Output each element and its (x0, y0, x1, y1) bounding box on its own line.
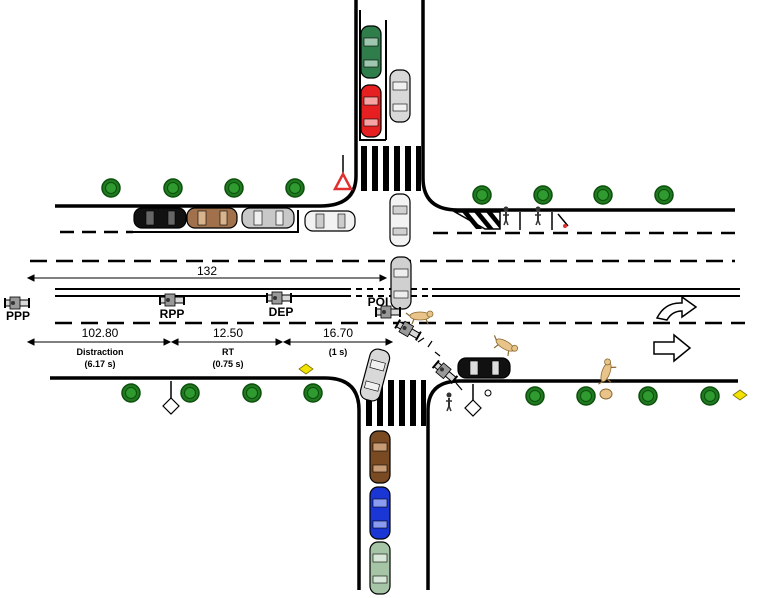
tree-icon (472, 185, 492, 205)
tree-icon (180, 383, 200, 403)
pedestrian-icon (534, 205, 542, 226)
tree-row-south-west (121, 383, 323, 403)
tree-icon (101, 178, 121, 198)
tree-icon (224, 178, 244, 198)
pedestrian-icon (502, 205, 510, 226)
tree-icon (163, 178, 183, 198)
label-brake-distance: 16.70 (323, 326, 353, 340)
dimension-lines (26, 274, 394, 346)
label-rt-caption: RT (222, 347, 234, 357)
car-black-east (457, 357, 511, 379)
parking-box-west (133, 210, 299, 233)
label-total-distance: 132 (197, 264, 217, 278)
dog-icon (488, 333, 520, 360)
tree-icon (638, 386, 658, 406)
dog-icon (595, 357, 619, 389)
label-distraction-caption: Distraction (76, 347, 123, 357)
tree-row-north-east (472, 185, 674, 205)
tree-icon (285, 178, 305, 198)
warning-triangle-icon (332, 155, 354, 191)
label-distraction-distance: 102.80 (82, 326, 119, 340)
pedestrian-lane-mark (557, 213, 569, 227)
dog-icon (599, 388, 613, 400)
car-silver-turning (390, 256, 412, 310)
yellow-marker-icon (298, 363, 314, 375)
bollard-icon (484, 389, 492, 397)
tree-icon (576, 386, 596, 406)
road-edges (50, 0, 738, 590)
crosswalk-south (366, 380, 426, 426)
label-rt-time: (0.75 s) (212, 359, 243, 369)
tree-icon (593, 185, 613, 205)
car-pale-green-south (369, 541, 391, 595)
car-green-parked (360, 25, 382, 79)
label-ppp: PPP (6, 309, 30, 323)
car-silver-parked (241, 207, 295, 229)
collision-debris (417, 337, 463, 391)
pedestrian-icon (445, 391, 453, 412)
motorcycle-icon (430, 358, 460, 386)
diamond-sign-icon (162, 381, 180, 415)
label-rt-distance: 12.50 (213, 326, 243, 340)
tree-icon (654, 185, 674, 205)
parking-box-north (359, 10, 386, 141)
car-silver-southbound (359, 348, 391, 402)
tree-icon (303, 383, 323, 403)
car-red-parked (360, 84, 382, 138)
car-blue-south (369, 486, 391, 540)
hatched-island (452, 211, 501, 230)
label-distraction-time: (6.17 s) (84, 359, 115, 369)
crosswalk-north (361, 146, 421, 191)
label-dep: DEP (269, 305, 294, 319)
diamond-sign-icon (464, 384, 482, 417)
tree-icon (121, 383, 141, 403)
label-rpp: RPP (160, 307, 185, 321)
car-brown-parked (186, 207, 238, 229)
car-black-parked (133, 207, 187, 229)
car-white-north-approach (389, 193, 411, 247)
label-brake-time: (1 s) (329, 347, 348, 357)
car-brown-south (369, 430, 391, 484)
yellow-marker-icon (732, 389, 748, 401)
car-white-west (304, 210, 356, 232)
label-poi: POI (368, 295, 389, 309)
curved-turn-arrow-icon (655, 295, 698, 321)
motorcycle-icon (266, 291, 292, 305)
debris-marker (563, 224, 567, 228)
tree-row-north-west (101, 178, 305, 198)
motorcycle-icon (4, 296, 30, 310)
tree-row-south-east (525, 386, 720, 406)
straight-arrow-icon (653, 333, 692, 363)
tree-icon (700, 386, 720, 406)
car-silver-north (389, 69, 411, 123)
tree-icon (525, 386, 545, 406)
tree-icon (242, 383, 262, 403)
tree-icon (533, 185, 553, 205)
